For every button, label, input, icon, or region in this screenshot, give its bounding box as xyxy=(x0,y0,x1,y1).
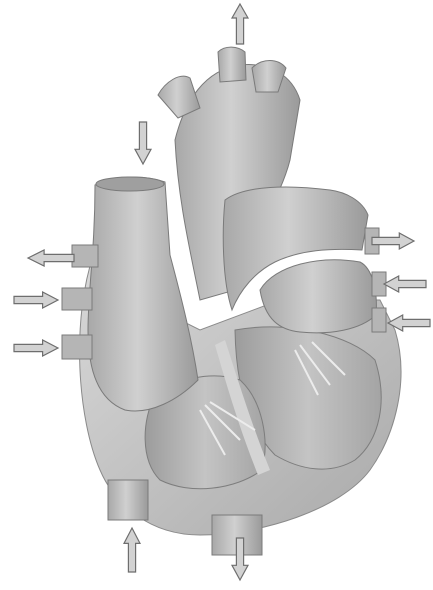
inferior-vena-cava xyxy=(108,480,148,520)
arrow-right-icon xyxy=(14,292,58,308)
vena-cava-opening xyxy=(96,177,164,191)
left-vessel-lower xyxy=(62,335,92,359)
right-vessel-lower xyxy=(372,308,386,332)
left-vessel-upper xyxy=(72,245,98,267)
aortic-branch-middle xyxy=(218,47,246,82)
arrow-left-icon xyxy=(384,276,426,292)
arrow-up-icon xyxy=(124,528,140,572)
arrow-up-icon xyxy=(232,4,248,44)
arrow-left-icon xyxy=(28,250,74,266)
right-atrium-and-vena-cava xyxy=(88,177,198,411)
left-vessel-middle xyxy=(62,288,92,310)
arrow-down-icon xyxy=(135,122,151,164)
left-atrium xyxy=(260,260,376,333)
arrow-right-icon xyxy=(14,340,58,356)
